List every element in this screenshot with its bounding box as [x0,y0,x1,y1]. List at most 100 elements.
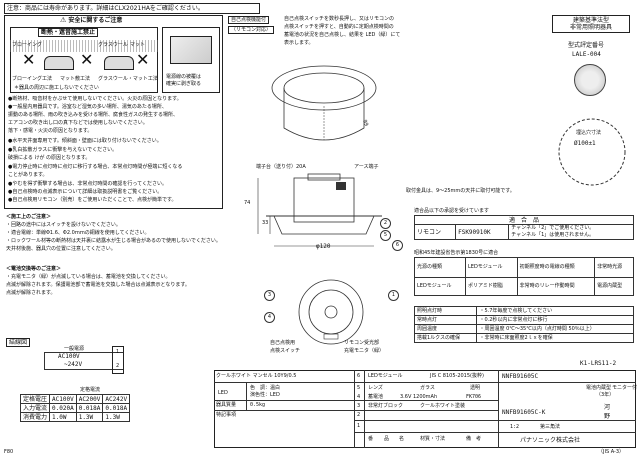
tb-row-no: 5 [357,385,361,391]
fixture-top-drawing [271,65,377,141]
tb-weight-label: 器具質量 [216,402,237,408]
safety-bullet: エアコンの吹き出し口の真下などでは使用しないでください。 [8,120,148,126]
spec-cell: ポリアミド樹脂 [465,277,518,296]
wire-note-2: 確実に剥ぎ取る [166,81,202,87]
compat-cell: リモコン [413,224,457,240]
illustration-area [10,27,158,93]
part-callout: 5 [380,230,391,241]
table-row: 搭載1ルクスの確保 ・非常時に床面照度2ｌｘを確保 [413,333,634,343]
tb-row-no: 6 [357,373,361,379]
jis-label: （JIS A-3） [598,449,625,455]
part-callout: 6 [392,240,403,251]
tb-battery-value: 3.6V 1200mAh [400,394,438,400]
rating-cell: 1.0W [49,412,77,422]
blowing-sub: ブローイング工法 [12,76,53,82]
cutout-value: Ø100±1 [574,140,596,147]
glass-label: グラスウール [98,42,128,48]
tb-row-no: 2 [357,412,361,418]
selfcheck-desc: 自己点検スイッチを数秒長押し、又はリモコンの [284,16,395,22]
doc-code: K1-LRS11-2 [580,360,617,367]
tb-place-2: 野 [604,413,611,420]
tb-led-label: LED [218,390,228,396]
perf-cell: 常時点灯 [413,315,478,325]
fixture-bottom-drawing [298,279,364,345]
table-row: リモコン FSK90910K チャンネル「2」でご使用ください。チャンネル「1」… [413,224,634,240]
selfcheck-desc: 蓄電池の状況を自己点検し、結果を LED（緑）にて [284,32,401,38]
mat-label: マット [130,42,146,48]
safety-bullet: 落下・感電・火災の原因となります。 [8,128,93,134]
table-row: 適 合 品 [414,215,634,225]
tb-line [246,382,247,410]
tb-model-1: NNFB91605C [502,373,539,380]
rating-cell: 0.018A [102,403,131,413]
tb-line [354,370,355,448]
charge-monitor-label: 充電モニタ（緑） [344,348,385,354]
table-row: 光源の種類 LEDモジュール 初期照度時の電線の種類 非常時光源 [414,257,634,278]
wire-illustration [162,27,220,93]
selfcheck-desc: 点検スイッチを押すと、自動的に定期点検時間の [284,24,394,30]
compat-title: 適合品以下の承認を受けています [414,208,490,214]
wire-strip-icon [170,36,212,64]
safety-title: ⚠ 安全に関するご注意 [60,16,123,25]
wiring-title: 結線図 [6,338,31,347]
rating-title: 定格電流 [80,387,101,393]
terminal-1: 1 [116,349,120,355]
fixture-side-drawing [257,173,382,247]
tb-line [354,420,636,421]
banned-label: 断熱・遮音施工禁止 [38,28,99,37]
selfcheck-desc: 表示します。 [284,40,314,46]
selfcheck-title: 自己点検機能付 [228,16,270,24]
spec-cell: 光源の種類 [414,257,466,278]
tb-battery-model: FK706 [466,394,482,400]
rating-table: 定格電圧 AC100V AC200V AC242V 入力電流 0.020A 0.… [19,394,131,422]
perf-cell: 周囲温度 [413,324,478,334]
cross-mark-icon: ✕ [22,50,36,69]
compat-header: 適 合 品 [414,215,634,225]
wiring-voltage-2: ~242V [64,361,83,368]
install-line: 天井材後施、器具穴の位置に注意してください。 [6,246,116,252]
type-label: 型式評定番号 [568,42,605,49]
safety-bullet: ●水平天井面専用です。傾斜面・壁面には取り付けないでください。 [8,138,162,144]
safety-bullet: ●自己点検時の点滅表示について詳細は取扱説明書をご覧ください。 [8,189,163,195]
type-value: LALE-004 [572,51,601,58]
install-line: ・ロックワール材等の断熱材は天井裏に結露水が生じる場合があるので使用しないでくだ… [6,238,221,244]
safety-bullet: ●乳白拡散ガラスに衝撃を与えないでください。 [8,147,118,153]
tb-ambient: （3年） [596,392,615,398]
tb-approved: 第三角法 [540,424,561,430]
rating-cell: 消費電力 [19,412,51,422]
tb-lens-value: 透明 [470,385,481,391]
battery-title: ＜電池交換等のご注意＞ [6,266,62,272]
wire-line [44,352,45,369]
spec-cell: LEDモジュール [414,277,466,296]
tb-line [214,410,498,411]
spec-cell: 電源内蔵型 [594,277,634,296]
part-callout: 1 [388,290,399,301]
spec-title: 昭和45年建設省告示第1830号に適合 [414,250,499,256]
battery-line: 点滅が解除されます。 [6,290,56,296]
ceiling-hatch [10,40,158,52]
selfcheck-lamp-label: 自己点検用 [270,340,296,346]
wiring-line-label: 一般電源 [64,346,85,352]
tb-block-value: クールホワイト塗装 [420,403,466,409]
rating-cell: 定格電圧 [19,394,51,404]
rating-cell: 0.018A [75,403,104,413]
tb-standard: JIS C 8105-2015(抜粋) [430,373,484,379]
tb-model-2: NNFB91605C-K [502,409,546,416]
spec-cell: LEDモジュール [465,257,518,278]
tb-line [214,382,636,383]
tb-col-header: 品 名 [384,436,405,442]
cutout-label: 埋込穴寸法 [576,130,602,136]
approval-line-1: 建築基準法型 [572,17,609,24]
tb-lens-mat: ガラス [420,385,435,391]
safety-foot-note: ＊器具の周辺に施工しないでください [14,85,99,91]
safety-bullet: ●電力停止時に点灯時に点灯に移行する場合、本常点灯時間が極端に短くなる [8,164,183,170]
table-row: 定格電圧 AC100V AC200V AC242V [19,394,131,404]
tb-line [498,370,499,448]
part-callout: 2 [380,218,391,229]
spec-cell: 初期照度時の電線の種類 [516,257,596,278]
safety-panel [4,15,223,209]
table-row: LEDモジュール ポリアミド樹脂 非常時のリレー作動時間 電源内蔵型 [414,277,634,296]
wiring-voltage-1: AC100V [58,353,80,360]
table-row: 照明点灯時 ・5.7年毎度で点検してください [413,306,634,316]
header-note: 注意：商品には寿命があります。詳細はCLX2021HAをご確認ください。 [4,3,260,14]
